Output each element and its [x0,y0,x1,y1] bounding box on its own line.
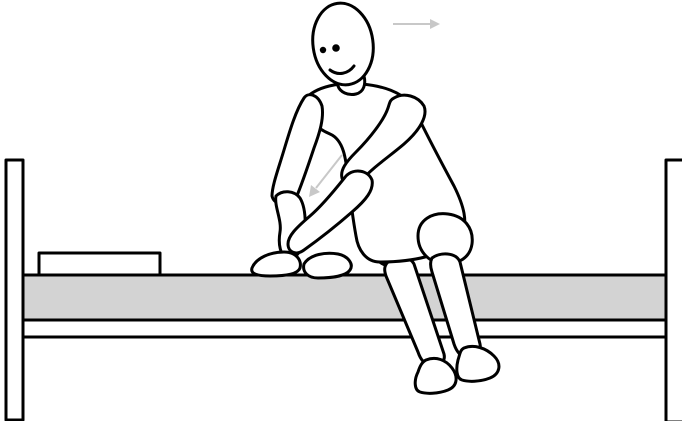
bed-footboard-post [666,160,682,421]
mattress [23,275,666,320]
right-hand [252,252,301,276]
left-eye [320,47,326,53]
right-eye [332,44,340,52]
bed-headboard-post [6,160,23,420]
left-hand [304,253,352,278]
right-foot [457,346,499,381]
pillow [39,253,160,275]
arrow-right-icon [393,19,440,29]
bed-frame-rail [23,320,666,337]
head [308,0,379,89]
left-foot [415,358,456,393]
